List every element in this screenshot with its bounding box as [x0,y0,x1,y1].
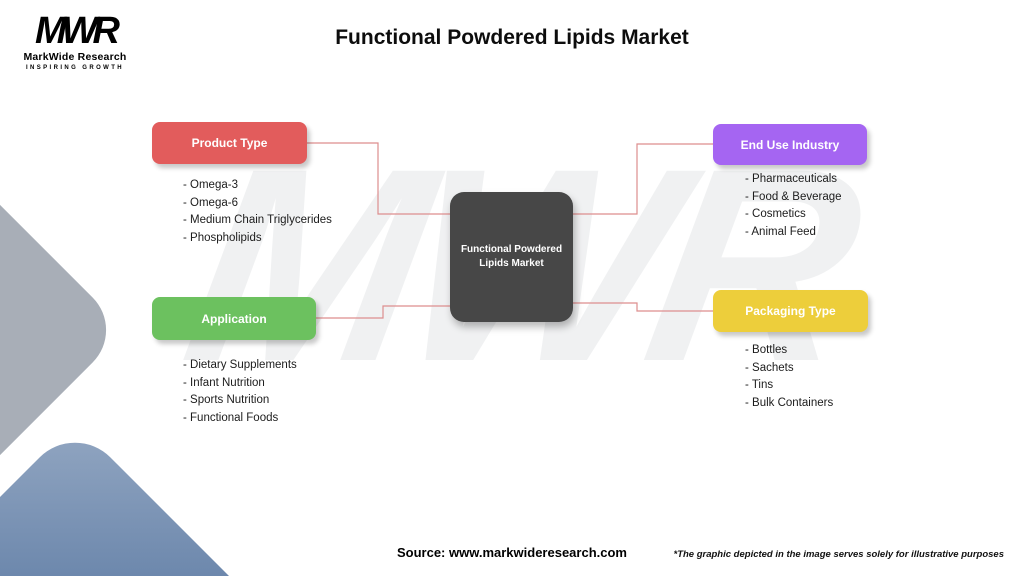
list-item: - Sachets [745,361,794,374]
list-item: - Omega-6 [183,196,238,209]
disclaimer-text: *The graphic depicted in the image serve… [673,549,1005,560]
list-item: - Medium Chain Triglycerides [183,214,332,226]
list-item: - Omega-3 [183,179,238,191]
list-item: - Functional Foods [183,411,279,424]
logo: MWR MarkWide Research INSPIRING GROWTH [18,12,132,71]
node-application: Application [152,297,316,340]
node-packaging-type-label: Packaging Type [745,304,836,318]
list-item: - Animal Feed [745,225,816,238]
list-item: - Bottles [745,344,788,356]
list-item: - Bulk Containers [745,396,834,409]
connector-end-use-industry [572,143,713,215]
node-end-use-industry-label: End Use Industry [740,137,840,152]
list-item: - Tins [745,379,774,391]
list-item: - Pharmaceuticals [745,173,838,185]
connector-product-type [307,142,451,215]
list-item: - Food & Beverage [745,190,842,203]
list-item: - Phospholipids [183,231,262,244]
node-application-label: Application [201,311,267,326]
list-item: - Cosmetics [745,208,806,220]
list-item: - Sports Nutrition [183,394,270,406]
connector-application [316,305,451,319]
center-node-label: Functional Powdered Lipids Market [460,243,563,270]
logo-mark-icon: MWR [35,10,120,52]
application-list: - Dietary Supplements - Infant Nutrition… [183,357,297,427]
page-title: Functional Powdered Lipids Market [335,26,689,49]
logo-tagline: INSPIRING GROWTH [25,65,125,71]
node-end-use-industry: End Use Industry [713,124,867,165]
list-item: - Infant Nutrition [183,376,265,389]
connector-packaging-type [572,302,713,312]
list-item: - Dietary Supplements [183,359,297,371]
node-packaging-type: Packaging Type [713,290,868,332]
source-text: Source: www.markwideresearch.com [396,545,627,560]
node-product-type-label: Product Type [191,136,268,150]
node-product-type: Product Type [152,122,307,164]
product-type-list: - Omega-3 - Omega-6 - Medium Chain Trigl… [183,177,332,247]
center-node: Functional Powdered Lipids Market [450,192,573,322]
logo-name: MarkWide Research [23,51,127,63]
end-use-industry-list: - Pharmaceuticals - Food & Beverage - Co… [745,171,842,241]
packaging-type-list: - Bottles - Sachets - Tins - Bulk Contai… [745,342,833,412]
